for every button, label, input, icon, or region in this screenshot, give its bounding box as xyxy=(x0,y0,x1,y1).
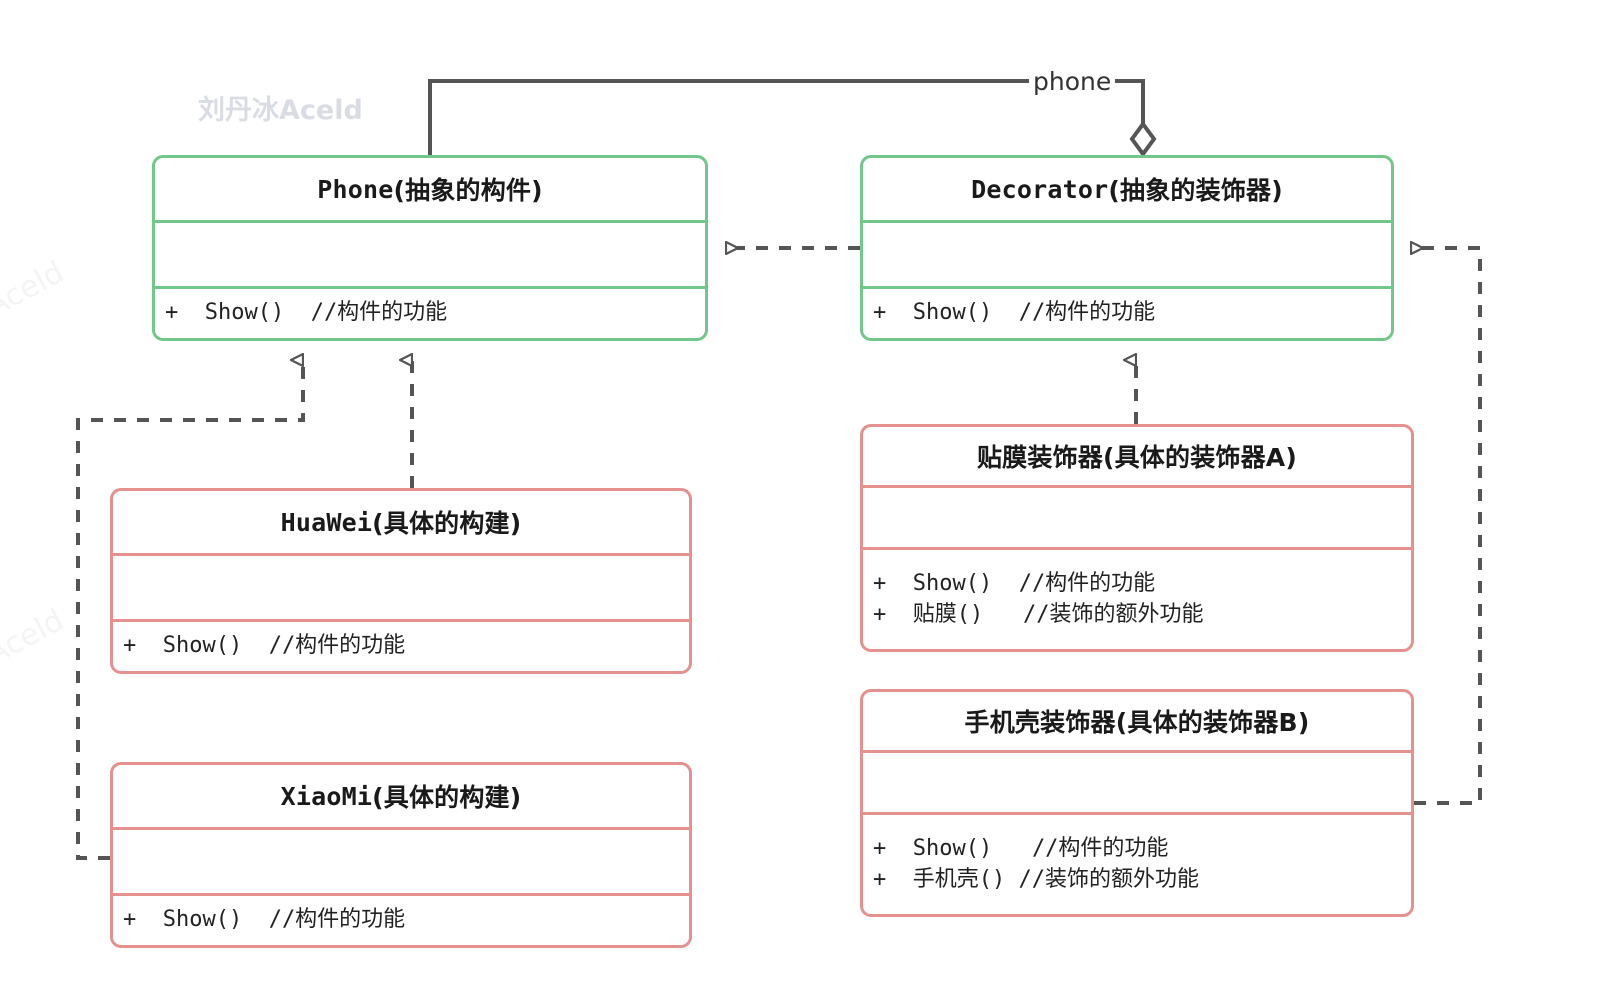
class-box-decorator[interactable]: Decorator(抽象的装饰器) + Show() //构件的功能 xyxy=(860,155,1394,341)
class-box-phone[interactable]: Phone(抽象的构件) + Show() //构件的功能 xyxy=(152,155,708,341)
class-subtitle-phone: (抽象的构件) xyxy=(393,176,543,205)
class-name-case-decorator: 手机壳装饰器(具体的装饰器B) xyxy=(964,708,1310,737)
watermark-edge-bottom: Aceld xyxy=(0,602,70,673)
class-attributes-xiaomi xyxy=(113,827,689,893)
class-name-film-decorator: 贴膜装饰器(具体的装饰器A) xyxy=(976,443,1297,472)
class-operations-xiaomi: + Show() //构件的功能 xyxy=(113,893,689,945)
class-operations-huawei: + Show() //构件的功能 xyxy=(113,619,689,671)
class-operations-film-decorator: + Show() //构件的功能 + 贴膜() //装饰的额外功能 xyxy=(863,547,1411,649)
edge-realization-case-decorator xyxy=(1411,248,1482,805)
class-title-film-decorator: 贴膜装饰器(具体的装饰器A) xyxy=(863,427,1411,485)
operation-row: + 贴膜() //装饰的额外功能 xyxy=(873,601,1204,627)
operation-row: + Show() //构件的功能 xyxy=(123,907,406,933)
class-box-huawei[interactable]: HuaWei(具体的构建) + Show() //构件的功能 xyxy=(110,488,692,674)
edge-label-phone: phone xyxy=(1029,67,1116,96)
class-attributes-huawei xyxy=(113,553,689,619)
class-name-xiaomi: XiaoMi xyxy=(280,781,373,811)
class-box-film-decorator[interactable]: 贴膜装饰器(具体的装饰器A) + Show() //构件的功能 + 贴膜() /… xyxy=(860,424,1414,652)
class-title-decorator: Decorator(抽象的装饰器) xyxy=(863,158,1391,220)
operation-row: + Show() //构件的功能 xyxy=(873,300,1156,326)
class-title-phone: Phone(抽象的构件) xyxy=(155,158,705,220)
class-operations-phone: + Show() //构件的功能 xyxy=(155,286,705,338)
class-attributes-case-decorator xyxy=(863,750,1411,812)
class-title-huawei: HuaWei(具体的构建) xyxy=(113,491,689,553)
class-name-huawei: HuaWei xyxy=(280,507,373,537)
class-title-case-decorator: 手机壳装饰器(具体的装饰器B) xyxy=(863,692,1411,750)
operation-row: + 手机壳() //装饰的额外功能 xyxy=(873,866,1199,892)
operation-row: + Show() //构件的功能 xyxy=(873,571,1156,597)
class-title-xiaomi: XiaoMi(具体的构建) xyxy=(113,765,689,827)
class-box-case-decorator[interactable]: 手机壳装饰器(具体的装饰器B) + Show() //构件的功能 + 手机壳()… xyxy=(860,689,1414,917)
watermark-edge-top: Aceld xyxy=(0,254,70,325)
class-subtitle-xiaomi: (具体的构建) xyxy=(372,783,522,812)
class-box-xiaomi[interactable]: XiaoMi(具体的构建) + Show() //构件的功能 xyxy=(110,762,692,948)
class-attributes-film-decorator xyxy=(863,485,1411,547)
operation-row: + Show() //构件的功能 xyxy=(873,836,1169,862)
watermark-author: 刘丹冰Aceld xyxy=(198,95,363,126)
class-attributes-phone xyxy=(155,220,705,286)
operation-row: + Show() //构件的功能 xyxy=(165,300,448,326)
class-name-phone: Phone xyxy=(317,174,394,204)
class-subtitle-huawei: (具体的构建) xyxy=(372,509,522,538)
class-operations-case-decorator: + Show() //构件的功能 + 手机壳() //装饰的额外功能 xyxy=(863,812,1411,914)
class-name-decorator: Decorator xyxy=(971,174,1109,204)
class-subtitle-decorator: (抽象的装饰器) xyxy=(1108,176,1283,205)
operation-row: + Show() //构件的功能 xyxy=(123,633,406,659)
class-attributes-decorator xyxy=(863,220,1391,286)
class-operations-decorator: + Show() //构件的功能 xyxy=(863,286,1391,338)
